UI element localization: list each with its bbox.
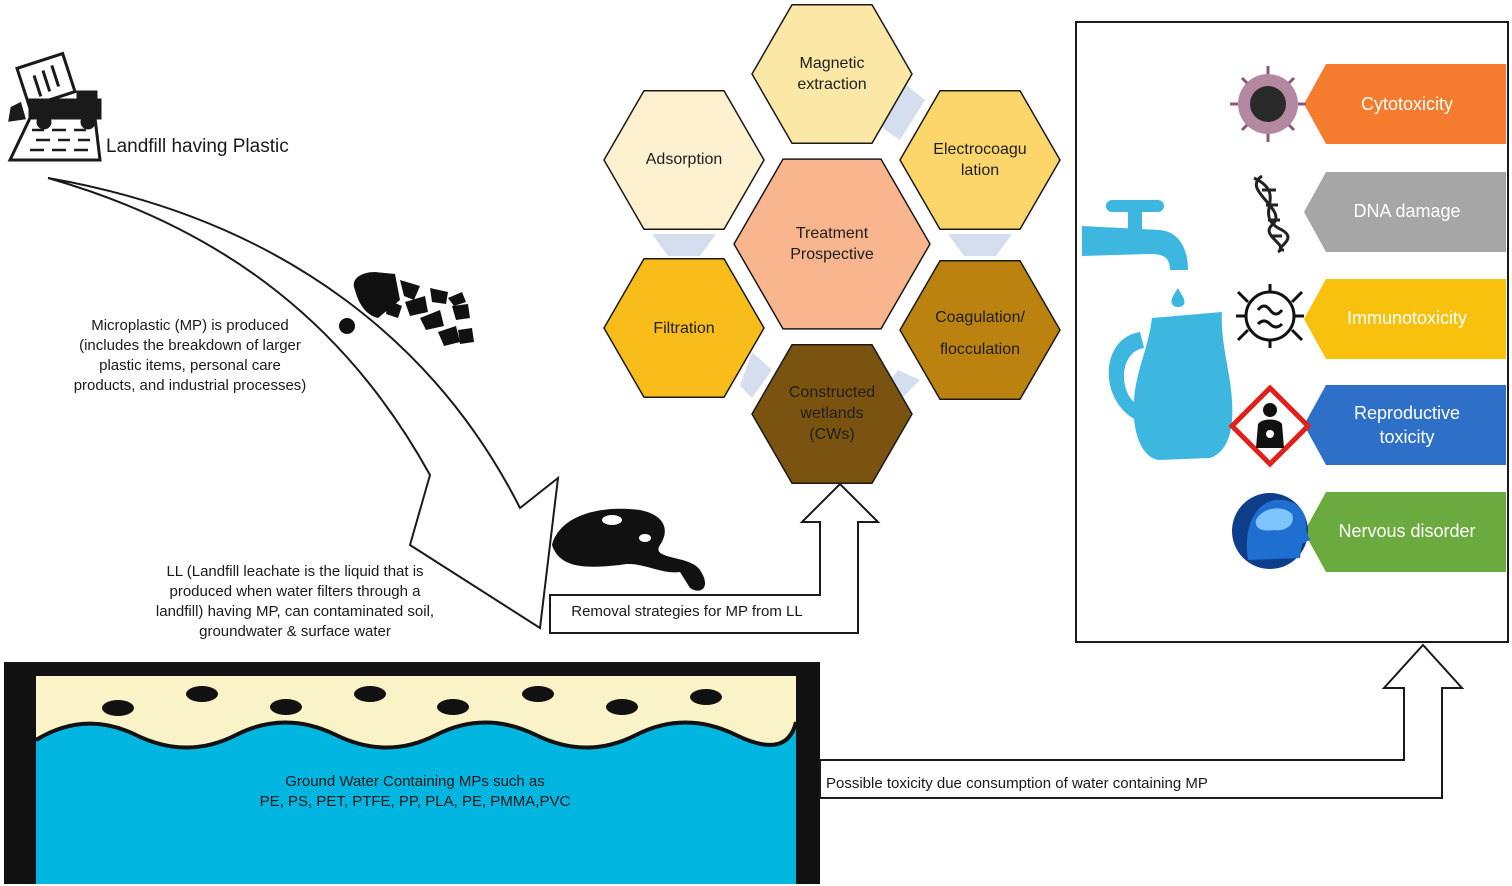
groundwater-body (36, 722, 796, 884)
hex-label-coagulation-flocculation: Coagulation/ flocculation (935, 309, 1025, 358)
broken-bottle-icon (353, 272, 474, 346)
microplastic-note: Microplastic (MP) is produced (includes … (73, 317, 307, 394)
microplastic-particle (339, 318, 355, 334)
tox-label-dna-damage: DNA damage (1353, 201, 1461, 221)
groundwater-label: Ground Water Containing MPs such as PE, … (259, 773, 571, 810)
hex-label-constructed-wetlands: Constructed wetlands (CWs) (788, 384, 876, 443)
hexagon-treatment-prospective (733, 158, 931, 330)
hex-label-magnetic-extraction: Magnetic extraction (797, 55, 867, 93)
landfill-label: Landfill having Plastic (106, 136, 289, 157)
tox-label-cytotoxicity: Cytotoxicity (1360, 94, 1454, 114)
removal-strategies-label: Removal strategies for MP from LL (571, 603, 803, 620)
dump-truck-landfill-icon (7, 51, 102, 162)
tox-label-nervous-disorder: Nervous disorder (1338, 521, 1476, 541)
hex-label-filtration: Filtration (653, 320, 715, 337)
hexagon-magnetic-extraction (751, 3, 913, 145)
tox-label-immunotoxicity: Immunotoxicity (1346, 308, 1468, 328)
hexagon-adsorption (603, 89, 765, 231)
virus-cell-icon (1230, 66, 1306, 142)
microplastic-particles-in-soil (102, 686, 722, 716)
health-hazard-icon (1228, 384, 1312, 468)
tox-bar-nervous-disorder (1304, 492, 1506, 572)
immune-cell-icon (1236, 284, 1304, 348)
hexagon-electrocoagulation (899, 89, 1061, 231)
removal-arrow (549, 482, 881, 634)
leachate-splash-icon (552, 508, 706, 591)
hexagon-coagulation-flocculation (899, 259, 1061, 401)
hex-label-adsorption: Adsorption (645, 151, 723, 168)
dna-helix-icon (1253, 174, 1290, 254)
water-jug-icon (1108, 312, 1233, 460)
hexagon-constructed-wetlands (751, 343, 913, 485)
toxicity-consumption-label: Possible toxicity due consumption of wat… (826, 775, 1208, 792)
leachate-note: LL (Landfill leachate is the liquid that… (155, 563, 435, 640)
hex-label-electrocoagulation: Electrocoagu lation (933, 141, 1027, 179)
tox-bar-reproductive-toxicity (1304, 385, 1506, 465)
tox-bar-dna-damage (1304, 172, 1506, 252)
human-brain-icon (1232, 493, 1310, 569)
toxicity-bars (1304, 64, 1506, 572)
toxicity-arrow (819, 643, 1465, 799)
tox-label-reproductive-toxicity: Reproductive toxicity (1353, 403, 1461, 447)
hex-label-treatment-prospective: Treatment Prospective (790, 225, 874, 263)
tox-bar-cytotoxicity (1304, 64, 1506, 144)
water-tap-icon (1082, 200, 1188, 307)
tox-bar-immunotoxicity (1304, 279, 1506, 359)
microplastic-flow-arrow (47, 177, 560, 630)
hexagon-filtration (603, 257, 765, 399)
